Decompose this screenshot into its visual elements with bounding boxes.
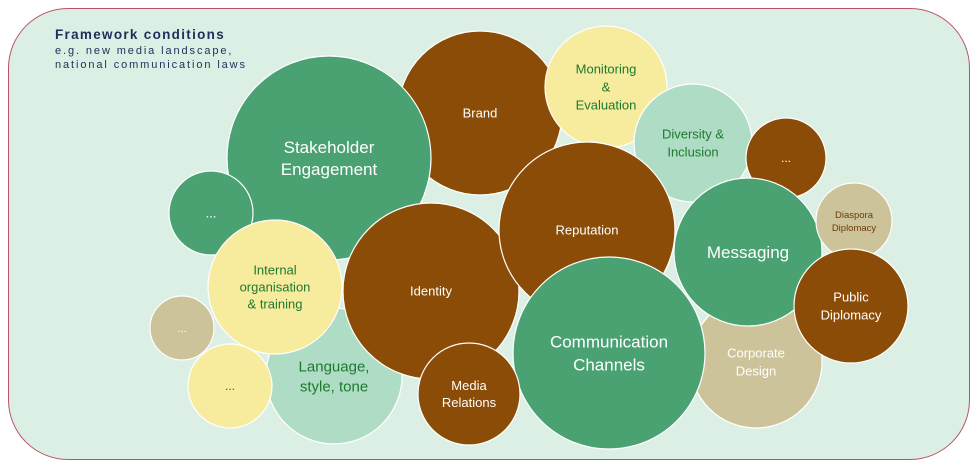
bubble-label-diaspora-diplomacy: Diplomacy [832,223,877,234]
bubble-label-stakeholder-engagement: Engagement [281,160,378,179]
bubble-circle-messaging [673,177,823,327]
bubble-label-language-style-tone: style, tone [300,378,368,395]
bubble-label-corporate-design: Design [736,364,776,379]
bubble-ellipsis-khaki: ... [149,295,215,361]
bubble-label-public-diplomacy: Public [833,290,869,305]
bubble-label-monitoring-evaluation: & [602,80,611,95]
bubble-circle-internal-organisation [207,219,343,355]
bubble-circle-public-diplomacy [793,248,909,364]
bubble-label-internal-organisation: organisation [240,280,311,295]
bubble-label-public-diplomacy: Diplomacy [821,308,882,323]
bubble-label-monitoring-evaluation: Monitoring [576,62,637,77]
bubble-ellipsis-yellow: ... [187,343,273,429]
bubble-messaging: Messaging [673,177,823,327]
bubble-circle-diaspora-diplomacy [815,182,893,260]
bubble-label-communication-channels: Communication [550,332,668,351]
bubble-circle-ellipsis-left [168,170,254,256]
bubble-label-internal-organisation: Internal [253,263,296,278]
bubble-label-media-relations: Media [451,378,487,393]
bubble-internal-organisation: Internal organisation & training [207,219,343,355]
bubble-circle-media-relations [417,342,521,446]
bubble-label-messaging: Messaging [707,243,789,262]
bubble-monitoring-evaluation: Monitoring & Evaluation [544,25,668,149]
bubble-label-ellipsis-yellow: ... [225,379,235,393]
bubble-label-corporate-design: Corporate [727,346,785,361]
bubble-label-diaspora-diplomacy: Diaspora [835,210,874,221]
bubble-label-diversity-inclusion: Diversity & [662,127,724,142]
bubble-label-brand: Brand [463,106,498,121]
bubble-circle-ellipsis-yellow [187,343,273,429]
bubble-label-language-style-tone: Language, [299,358,370,375]
bubble-ellipsis-left: ... [168,170,254,256]
bubble-label-media-relations: Relations [442,395,497,410]
bubble-label-stakeholder-engagement: Stakeholder [284,138,375,157]
framework-title: Framework conditions [55,27,226,42]
bubble-label-ellipsis-top-right: ... [781,151,791,165]
bubble-label-monitoring-evaluation: Evaluation [576,98,637,113]
framework-subtitle: e.g. new media landscape, national commu… [55,45,247,71]
bubble-label-ellipsis-khaki: ... [177,323,186,335]
framework-conditions-label: Framework conditions e.g. new media land… [55,27,270,72]
bubble-label-diversity-inclusion: Inclusion [667,145,718,160]
bubble-label-ellipsis-left: ... [206,206,217,221]
bubble-circle-ellipsis-khaki [149,295,215,361]
bubble-circle-communication-channels [512,256,706,450]
bubble-label-communication-channels: Channels [573,355,645,374]
bubble-label-internal-organisation: & training [248,297,303,312]
bubble-label-identity: Identity [410,284,452,299]
bubble-label-reputation: Reputation [556,223,619,238]
